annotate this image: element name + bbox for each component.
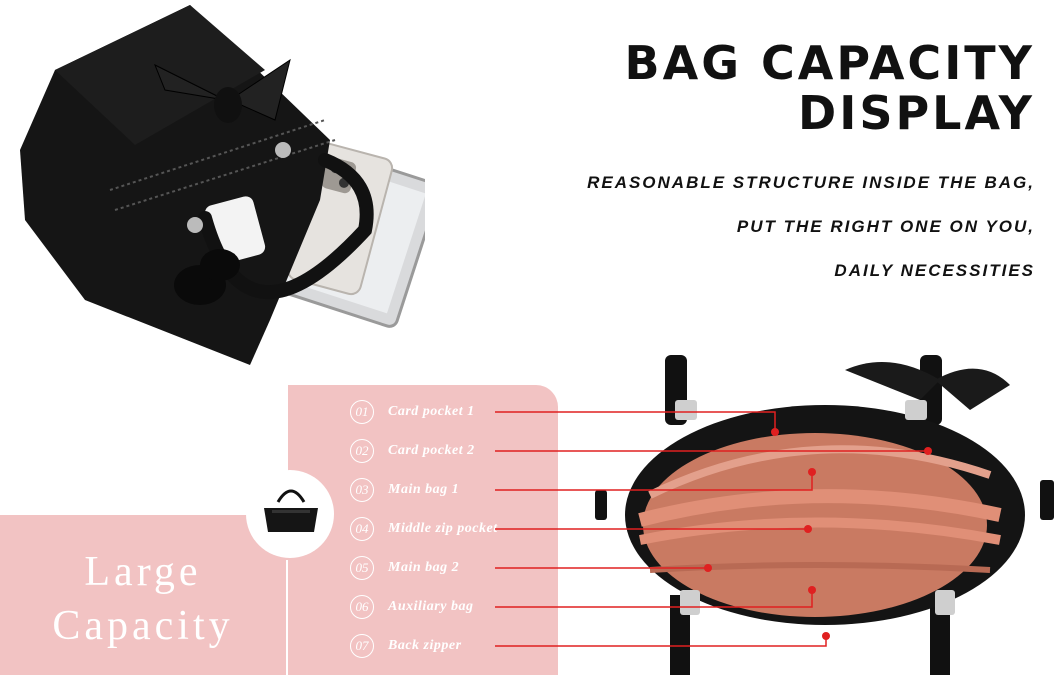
compartment-label: Auxiliary bag (388, 599, 474, 614)
compartment-label: Main bag 2 (388, 560, 460, 575)
headline-line1: BAG CAPACITY (624, 36, 1035, 90)
compartment-number: 03 (350, 478, 374, 502)
subtitle-2: PUT THE RIGHT ONE ON YOU, (736, 217, 1035, 236)
large-capacity-title: Large Capacity (18, 545, 268, 653)
compartment-panel (288, 385, 558, 675)
handbag-top-view-image (20, 5, 425, 365)
subtitle-1: REASONABLE STRUCTURE INSIDE THE BAG, (587, 173, 1035, 192)
subtitle-3: DAILY NECESSITIES (834, 261, 1035, 280)
compartment-number: 02 (350, 439, 374, 463)
compartment-label: Card pocket 2 (388, 443, 475, 458)
compartment-number: 06 (350, 595, 374, 619)
compartment-item: 02 Card pocket 2 (350, 438, 475, 464)
compartment-number: 07 (350, 634, 374, 658)
open-bag-interior-image (595, 355, 1054, 675)
headline: BAG CAPACITY DISPLAY (515, 38, 1035, 138)
compartment-item: 04 Middle zip pocket (350, 516, 498, 542)
panel-divider (286, 560, 288, 675)
capacity-line1: Large (84, 549, 202, 595)
headline-line2: DISPLAY (798, 86, 1035, 140)
compartment-item: 05 Main bag 2 (350, 555, 459, 581)
compartment-number: 04 (350, 517, 374, 541)
compartment-item: 01 Card pocket 1 (350, 399, 475, 425)
compartment-label: Middle zip pocket (388, 521, 498, 536)
compartment-item: 07 Back zipper (350, 633, 462, 659)
capacity-panel (0, 515, 290, 675)
compartment-item: 06 Auxiliary bag (350, 594, 473, 620)
compartment-number: 01 (350, 400, 374, 424)
compartment-label: Card pocket 1 (388, 404, 475, 419)
compartment-label: Main bag 1 (388, 482, 460, 497)
compartment-number: 05 (350, 556, 374, 580)
capacity-line2: Capacity (52, 603, 234, 649)
mini-bag-icon (264, 489, 318, 532)
compartment-label: Back zipper (388, 638, 462, 653)
compartment-item: 03 Main bag 1 (350, 477, 459, 503)
